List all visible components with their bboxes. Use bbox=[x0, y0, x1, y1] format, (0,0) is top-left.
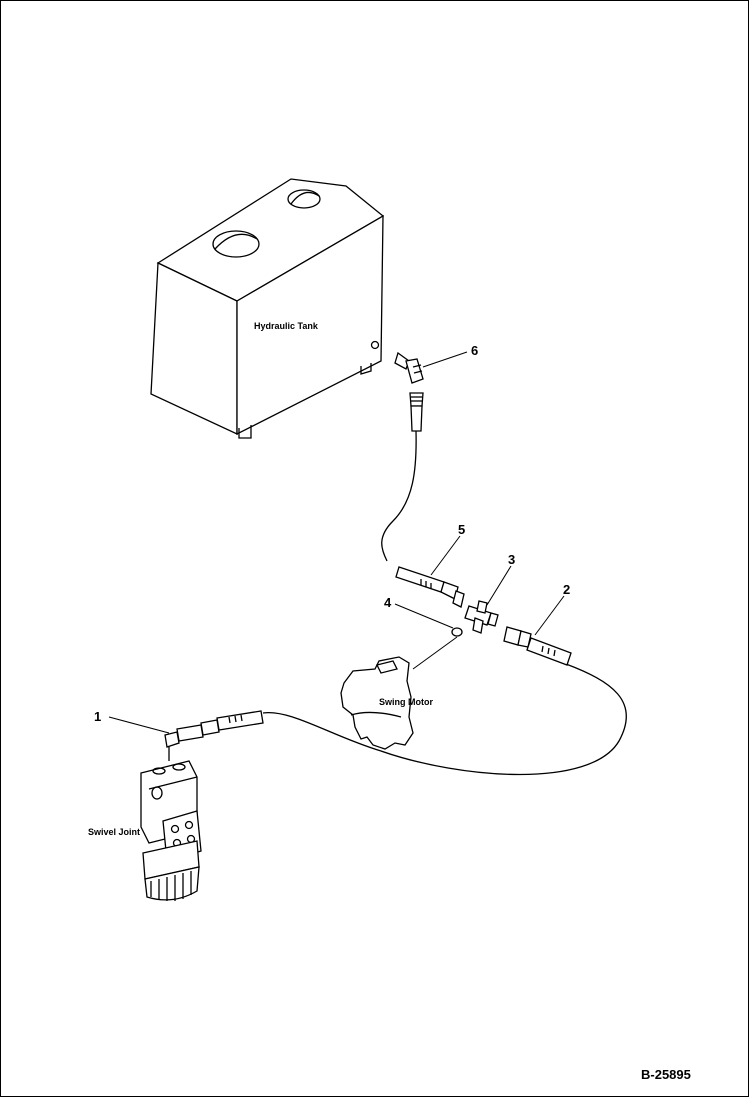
callout-6: 6 bbox=[471, 343, 478, 358]
swing-motor-label: Swing Motor bbox=[379, 697, 433, 707]
elbow-fitting bbox=[394, 351, 424, 384]
callout-2: 2 bbox=[563, 582, 570, 597]
hose-5 bbox=[395, 566, 465, 608]
upper-hose-fitting bbox=[409, 392, 424, 432]
hydraulic-tank bbox=[150, 178, 385, 439]
o-ring bbox=[451, 627, 463, 637]
callout-4: 4 bbox=[384, 595, 392, 610]
leader-line-1 bbox=[108, 716, 170, 734]
leader-line-2 bbox=[534, 595, 565, 636]
callout-5: 5 bbox=[458, 522, 465, 537]
tee-fitting bbox=[464, 600, 499, 634]
hydraulic-tank-label: Hydraulic Tank bbox=[254, 321, 319, 331]
hose-2 bbox=[503, 626, 572, 666]
leader-line-5 bbox=[430, 535, 461, 576]
swivel-joint-label: Swivel Joint bbox=[88, 827, 140, 837]
drawing-reference-number: B-25895 bbox=[641, 1067, 691, 1082]
leader-line-6 bbox=[422, 351, 468, 368]
swivel-joint bbox=[140, 747, 202, 901]
hose-1 bbox=[164, 710, 264, 748]
leader-line-swing-motor bbox=[412, 636, 458, 670]
callout-3: 3 bbox=[508, 552, 515, 567]
swing-motor bbox=[340, 656, 414, 750]
callout-1: 1 bbox=[94, 709, 101, 724]
leader-line-4 bbox=[394, 603, 454, 629]
return-hose-upper bbox=[381, 430, 417, 562]
leader-line-3 bbox=[486, 565, 512, 606]
return-hose-lower bbox=[262, 663, 627, 776]
